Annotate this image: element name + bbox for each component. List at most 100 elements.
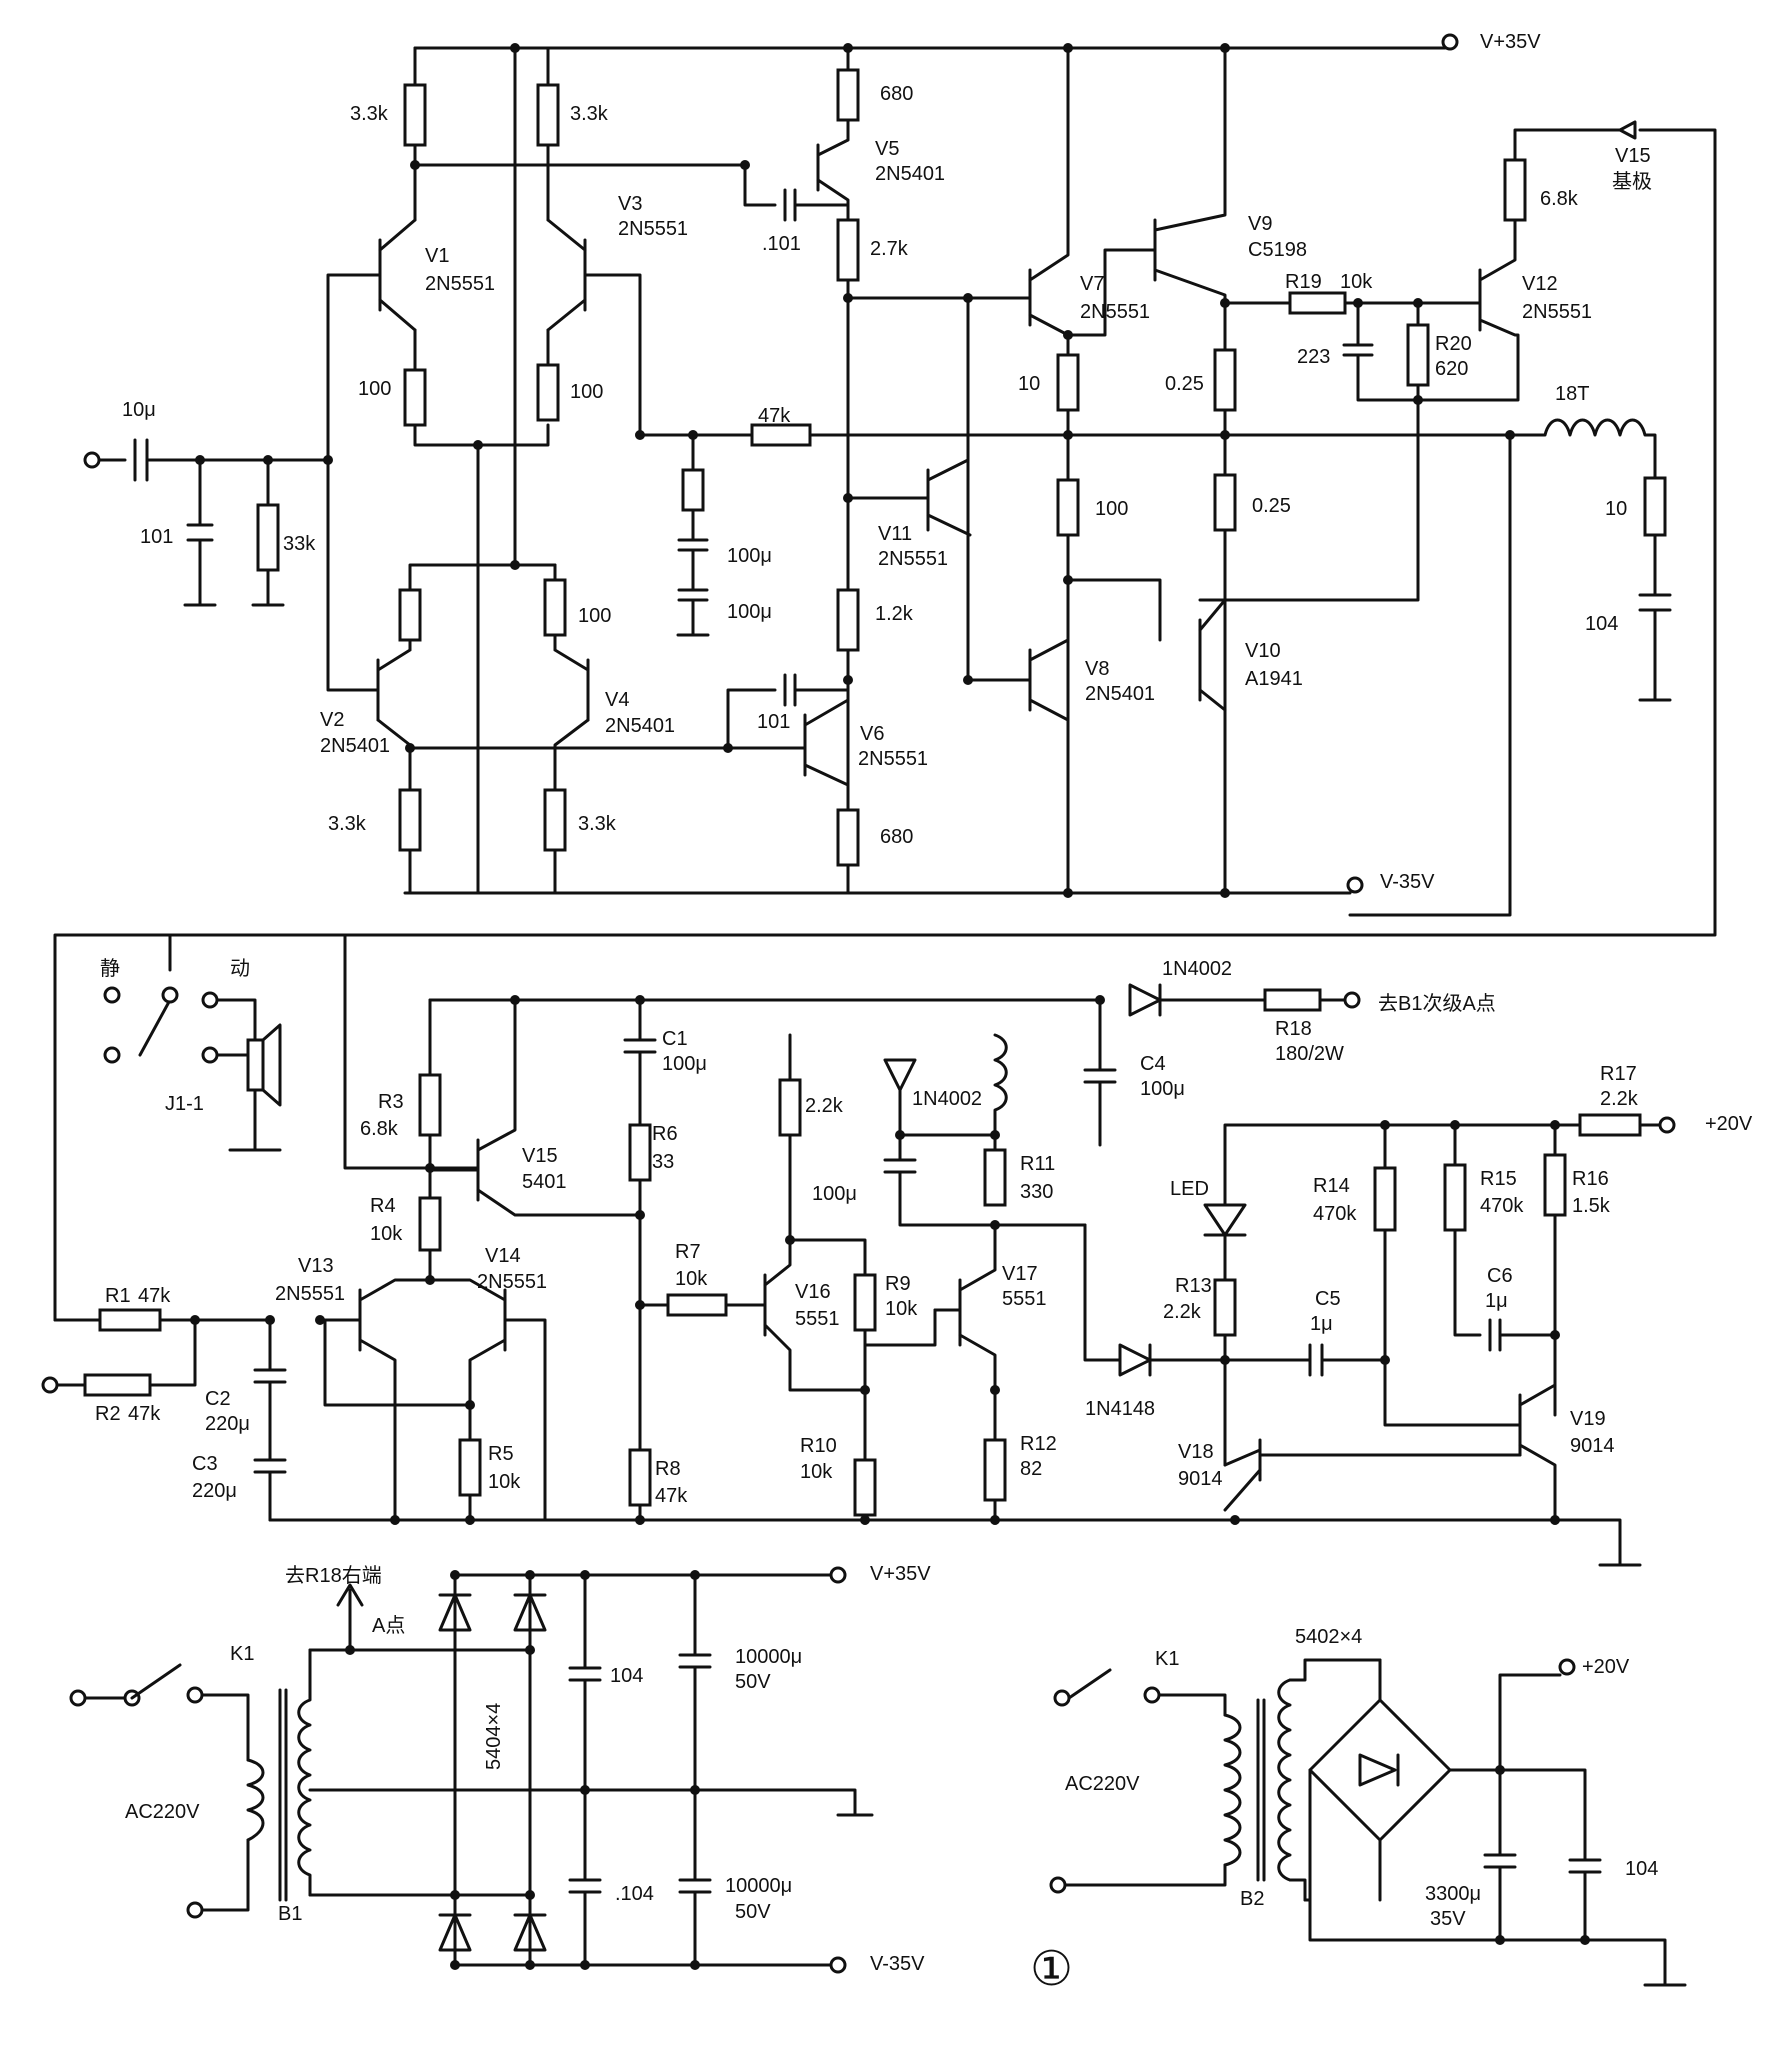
capacitor-label: C1: [662, 1028, 688, 1050]
switch-label: K1: [1155, 1648, 1179, 1670]
resistor-label: 2.2k: [1600, 1088, 1639, 1110]
capacitor-label: 101: [757, 711, 790, 733]
capacitor-label: .101: [762, 233, 801, 255]
capacitor-label: 104: [1625, 1858, 1658, 1880]
relay-label: J1-1: [165, 1093, 204, 1115]
resistor-label: 2.7k: [870, 238, 909, 260]
transistor-type: 2N5551: [858, 748, 928, 770]
capacitor-label: 104: [1585, 613, 1618, 635]
rail-label: V+35V: [870, 1563, 931, 1585]
transistor-type: 2N5551: [425, 273, 495, 295]
capacitor-label: 100μ: [812, 1183, 857, 1205]
capacitor-label: 1μ: [1485, 1290, 1508, 1312]
capacitor-label: 223: [1297, 346, 1330, 368]
resistor-label: R1: [105, 1285, 131, 1307]
capacitor-label: C4: [1140, 1053, 1166, 1075]
rail-label: V+35V: [1480, 31, 1541, 53]
resistor-label: R8: [655, 1458, 681, 1480]
resistor-label: 0.25: [1165, 373, 1204, 395]
capacitor-label: 220μ: [192, 1480, 237, 1502]
transistor-name: V17: [1002, 1263, 1038, 1285]
resistor-label: 33k: [283, 533, 316, 555]
transistor-type: 2N5551: [1522, 301, 1592, 323]
resistor-label: 47k: [655, 1485, 688, 1507]
resistor-label: 10k: [675, 1268, 708, 1290]
transistor-type: 2N5551: [477, 1271, 547, 1293]
transistor-name: V18: [1178, 1441, 1214, 1463]
capacitor-label: 100μ: [662, 1053, 707, 1075]
resistor-label: 47k: [128, 1403, 161, 1425]
mains-label: AC220V: [1065, 1773, 1140, 1795]
transistor-name: V19: [1570, 1408, 1606, 1430]
transistor-type: C5198: [1248, 239, 1307, 261]
connector-label: V15: [1615, 145, 1651, 167]
resistor-label: R12: [1020, 1433, 1057, 1455]
diode-label: 1N4002: [1162, 958, 1232, 980]
figure-number: ①: [1030, 1943, 1073, 1996]
capacitor-label: 1μ: [1310, 1313, 1333, 1335]
transistor-name: V6: [860, 723, 884, 745]
rail-label: +20V: [1705, 1113, 1753, 1135]
capacitor-label: 100μ: [727, 601, 772, 623]
rail-label: V-35V: [1380, 871, 1435, 893]
capacitor-label: 100μ: [1140, 1078, 1185, 1100]
transformer-label: B1: [278, 1903, 302, 1925]
connector-label: 去B1次级A点: [1378, 992, 1496, 1015]
rectifier-label: 5402×4: [1295, 1626, 1362, 1648]
transistor-type: 2N5401: [320, 735, 390, 757]
resistor-label: 6.8k: [1540, 188, 1579, 210]
resistor-label: R19: [1285, 271, 1322, 293]
resistor-label: 100: [570, 381, 603, 403]
resistor-label: 1.5k: [1572, 1195, 1611, 1217]
transistor-name: V13: [298, 1255, 334, 1277]
resistor-label: 330: [1020, 1181, 1053, 1203]
transistor-type: 2N5551: [878, 548, 948, 570]
transistor-type: 5401: [522, 1171, 567, 1193]
transformer-label: B2: [1240, 1888, 1264, 1910]
capacitor-label: .104: [615, 1883, 654, 1905]
resistor-label: R6: [652, 1123, 678, 1145]
resistor-label: 100: [578, 605, 611, 627]
transistor-name: V11: [878, 523, 912, 545]
led-label: LED: [1170, 1178, 1209, 1200]
capacitor-label: 50V: [735, 1671, 771, 1693]
capacitor-label: 100μ: [727, 545, 772, 567]
transistor-name: V3: [618, 193, 642, 215]
capacitor-label: C5: [1315, 1288, 1341, 1310]
resistor-label: 470k: [1313, 1203, 1357, 1225]
resistor-label: 0.25: [1252, 495, 1291, 517]
resistor-label: R4: [370, 1195, 396, 1217]
resistor-label: 10k: [1340, 271, 1373, 293]
capacitor-label: C2: [205, 1388, 231, 1410]
resistor-label: 33: [652, 1151, 674, 1173]
resistor-label: 10: [1605, 498, 1627, 520]
resistor-label: 3.3k: [350, 103, 389, 125]
transistor-type: A1941: [1245, 668, 1303, 690]
transistor-type: 2N5551: [1080, 301, 1150, 323]
switch-label: K1: [230, 1643, 254, 1665]
capacitor-label: 104: [610, 1665, 643, 1687]
resistor-label: 2.2k: [1163, 1301, 1202, 1323]
capacitor-label: 10000μ: [735, 1646, 802, 1668]
capacitor-label: 10μ: [122, 399, 156, 421]
rail-label: V-35V: [870, 1953, 925, 1975]
resistor-label: 6.8k: [360, 1118, 399, 1140]
transistor-name: V7: [1080, 273, 1104, 295]
component-labels: V+35V V-35V 3.3k 3.3k 3.3k 3.3k V1 2N555…: [95, 31, 1753, 1996]
resistor-label: 82: [1020, 1458, 1042, 1480]
transistor-name: V14: [485, 1245, 521, 1267]
rail-label: +20V: [1582, 1656, 1630, 1678]
resistor-label: 2.2k: [805, 1095, 844, 1117]
switch-label: 动: [230, 957, 250, 980]
switch-label: 静: [100, 957, 120, 980]
resistor-label: 620: [1435, 358, 1468, 380]
diode-label: 1N4148: [1085, 1398, 1155, 1420]
transistor-type: 9014: [1178, 1468, 1223, 1490]
transistor-type: 2N5551: [275, 1283, 345, 1305]
resistor-label: 680: [880, 826, 913, 848]
transistor-type: 2N5551: [618, 218, 688, 240]
transistor-name: V15: [522, 1145, 558, 1167]
transistor-name: V1: [425, 245, 449, 267]
capacitor-label: 3300μ: [1425, 1883, 1481, 1905]
